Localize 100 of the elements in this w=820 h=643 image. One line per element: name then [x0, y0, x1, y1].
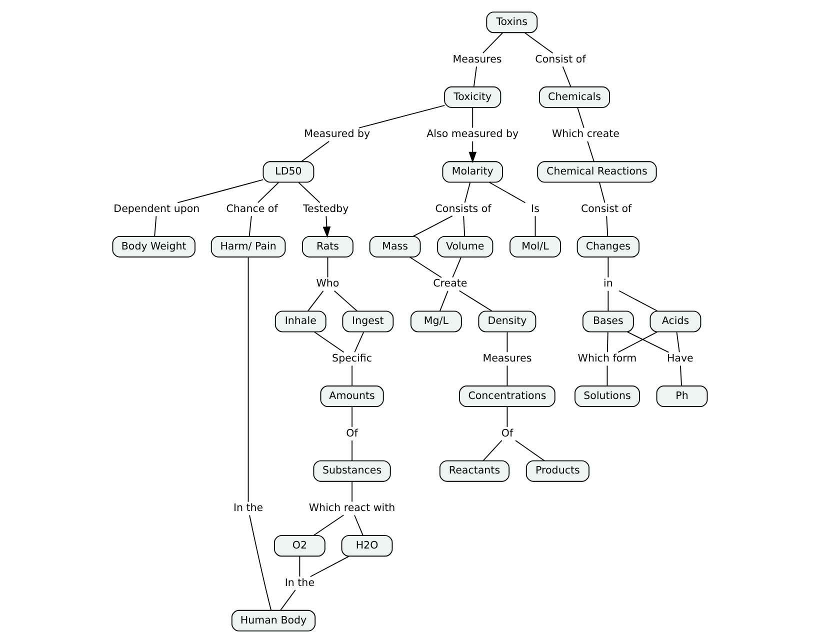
connector — [248, 216, 252, 237]
node-box: Mol/L — [510, 236, 561, 258]
node-box: Chemicals — [539, 86, 610, 108]
connector — [506, 406, 508, 428]
node-box: Toxins — [486, 12, 538, 34]
node-box: Mg/L — [410, 310, 462, 332]
node-box: Toxicity — [444, 86, 502, 108]
node-box: Human Body — [231, 610, 316, 632]
connector — [352, 406, 353, 428]
connector — [258, 182, 279, 204]
connector — [249, 514, 272, 611]
node-box: O2 — [274, 535, 326, 557]
node-box: Reactants — [439, 460, 510, 482]
node-box: Bases — [582, 310, 634, 332]
connector — [248, 256, 249, 502]
connector — [354, 332, 364, 353]
connector — [618, 331, 658, 353]
node-text: Measures — [452, 53, 502, 66]
connector — [352, 365, 353, 386]
node-text: in — [603, 278, 613, 290]
connector — [307, 290, 324, 312]
node-box: Acids — [650, 310, 702, 332]
connector — [606, 365, 608, 386]
node-box: Density — [478, 310, 536, 332]
node-text: Also measured by — [426, 128, 519, 140]
connector — [358, 104, 446, 128]
node-box: Ingest — [342, 310, 394, 332]
connector — [482, 440, 502, 462]
node-box: Molarity — [442, 161, 504, 183]
node-box: Body Weight — [112, 236, 196, 258]
node-text: Have — [666, 352, 694, 365]
connector — [452, 256, 462, 278]
connector — [606, 216, 608, 237]
connector — [534, 216, 536, 237]
connector — [473, 66, 477, 88]
connector — [577, 107, 584, 128]
node-text: Of — [501, 427, 514, 440]
node-text: Testedby — [303, 202, 349, 215]
connector — [627, 331, 670, 353]
connector — [154, 216, 157, 237]
connector — [352, 440, 353, 462]
node-text: Of — [346, 427, 358, 440]
connector — [515, 440, 545, 462]
node-text: Measures — [482, 352, 532, 365]
node-box: Ph — [656, 386, 708, 408]
connector — [298, 182, 320, 204]
node-box: Harm/ Pain — [210, 236, 286, 258]
connector — [606, 332, 608, 353]
connector — [280, 590, 296, 611]
node-text: Who — [316, 278, 340, 290]
connector — [618, 290, 658, 312]
node-box: Mass — [369, 236, 421, 258]
node-text: Consists of — [435, 202, 492, 215]
connector — [587, 140, 594, 162]
connector — [599, 182, 606, 204]
node-text: Consist of — [535, 53, 586, 66]
connector — [524, 32, 554, 54]
node-box: Rats — [302, 236, 354, 258]
node-text: Which react with — [308, 502, 396, 514]
connector — [463, 216, 466, 237]
node-box: Chemical Reactions — [537, 161, 657, 183]
connector — [352, 481, 353, 502]
node-box: LD50 — [262, 161, 314, 183]
node-text: Which form — [578, 352, 637, 365]
connector — [409, 256, 442, 278]
connector — [310, 556, 350, 578]
connector — [177, 179, 264, 204]
connector — [464, 182, 471, 204]
node-text: In the — [233, 502, 264, 514]
node-text: Consist of — [580, 202, 632, 215]
node-text: In the — [284, 576, 315, 589]
connector — [506, 365, 508, 386]
arrow — [468, 140, 477, 164]
node-text: Chance of — [226, 202, 278, 215]
node-box: Substances — [313, 460, 391, 482]
connector — [562, 66, 572, 88]
connector — [327, 256, 328, 278]
node-box: Volume — [437, 236, 494, 258]
node-text: Is — [531, 202, 540, 215]
connector — [608, 290, 609, 312]
node-box: Solutions — [574, 386, 640, 408]
connector — [608, 256, 609, 278]
node-text: Specific — [332, 352, 372, 365]
connector — [300, 140, 330, 162]
connector — [439, 290, 448, 312]
connector — [412, 216, 453, 237]
node-box: Products — [526, 460, 590, 482]
node-text: Which create — [552, 128, 620, 140]
connector — [314, 331, 344, 353]
node-text: Measured by — [304, 128, 370, 140]
connector — [506, 332, 508, 353]
connector — [313, 514, 344, 536]
connector — [676, 332, 680, 353]
connector — [680, 365, 682, 386]
arrow — [322, 216, 331, 238]
connector — [299, 556, 300, 577]
node-box: Concentrations — [459, 386, 556, 408]
connector — [458, 290, 493, 312]
connector — [482, 32, 503, 54]
node-box: H2O — [341, 535, 393, 557]
